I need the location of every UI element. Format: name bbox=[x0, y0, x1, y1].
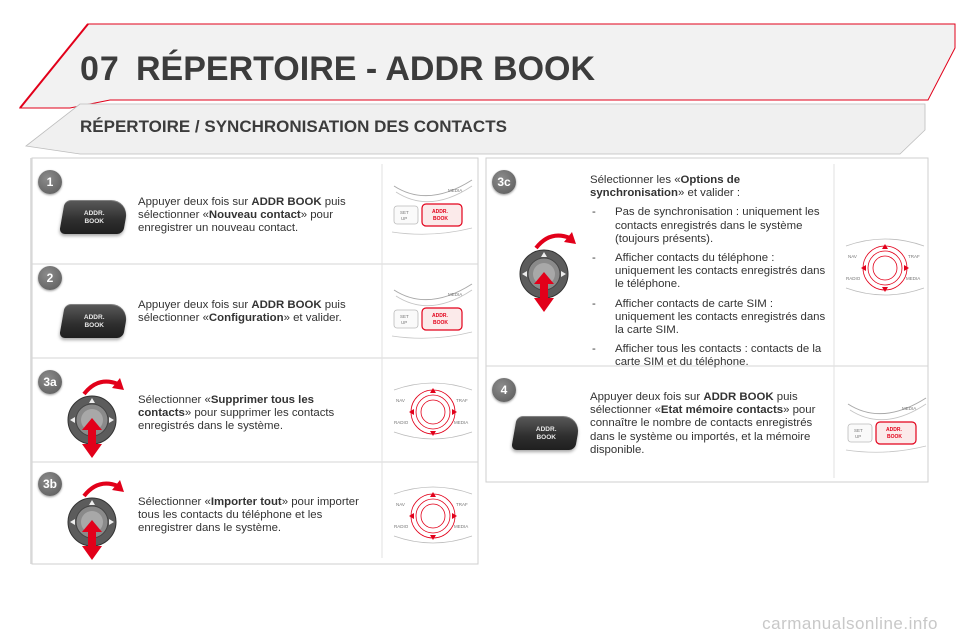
svg-text:BOOK: BOOK bbox=[887, 434, 902, 440]
rotary-knob-icon bbox=[67, 378, 124, 458]
svg-text:ADDR.: ADDR. bbox=[432, 313, 448, 319]
rotary-knob-icon bbox=[519, 232, 576, 312]
svg-text:SET: SET bbox=[854, 428, 863, 433]
addr-book-button: ADDR. BOOK bbox=[59, 200, 129, 234]
svg-text:ADDR.: ADDR. bbox=[432, 209, 448, 215]
chapter-number: 07 bbox=[80, 50, 120, 88]
step-3b-text: Sélectionner «Importer tout» pour import… bbox=[138, 496, 359, 535]
chapter-title: RÉPERTOIRE - ADDR BOOK bbox=[136, 50, 596, 88]
svg-text:RADIO: RADIO bbox=[394, 524, 409, 529]
svg-text:NAV: NAV bbox=[396, 502, 405, 507]
svg-text:MEDIA: MEDIA bbox=[906, 276, 920, 281]
step-3c-text: Sélectionner les «Options de synchronisa… bbox=[590, 174, 828, 370]
list-item: -Afficher tous les contacts : contacts d… bbox=[592, 343, 822, 369]
svg-text:TRAF: TRAF bbox=[456, 398, 468, 403]
right-column-frame bbox=[485, 157, 929, 483]
svg-text:MEDIA: MEDIA bbox=[454, 420, 468, 425]
svg-text:NAV: NAV bbox=[848, 254, 857, 259]
step-badge-4: 4 bbox=[492, 378, 516, 402]
step-badge-1: 1 bbox=[38, 170, 62, 194]
rotary-knob-icon bbox=[67, 480, 124, 560]
header-banner bbox=[18, 23, 956, 155]
addr-book-button: ADDR. BOOK bbox=[511, 416, 581, 450]
console-addr-panel: MEDIA SET UP ADDR. BOOK bbox=[391, 179, 473, 235]
svg-text:ADDR.: ADDR. bbox=[886, 427, 902, 433]
svg-text:MEDIA: MEDIA bbox=[454, 524, 468, 529]
svg-text:RADIO: RADIO bbox=[394, 420, 409, 425]
svg-text:SET: SET bbox=[400, 314, 409, 319]
svg-text:MEDIA: MEDIA bbox=[448, 188, 462, 193]
svg-text:UP: UP bbox=[401, 216, 407, 221]
left-column-frame bbox=[30, 157, 479, 565]
step-badge-2: 2 bbox=[38, 266, 62, 290]
console-addr-panel: MEDIA SET UP ADDR. BOOK bbox=[391, 283, 473, 339]
svg-text:UP: UP bbox=[401, 320, 407, 325]
svg-text:MEDIA: MEDIA bbox=[448, 292, 462, 297]
step-badge-3c: 3c bbox=[492, 170, 516, 194]
svg-text:MEDIA: MEDIA bbox=[902, 406, 916, 411]
svg-text:RADIO: RADIO bbox=[846, 276, 861, 281]
step-2-text: Appuyer deux fois sur ADDR BOOK puis sél… bbox=[138, 299, 346, 325]
list-item: -Afficher contacts du téléphone : unique… bbox=[592, 252, 826, 291]
watermark: carmanualsonline.info bbox=[762, 614, 938, 633]
list-item: -Afficher contacts de carte SIM : unique… bbox=[592, 297, 826, 337]
list-item: -Pas de synchronisation : uniquement les… bbox=[592, 206, 820, 245]
step-3a-text: Sélectionner «Supprimer tous les contact… bbox=[138, 394, 335, 433]
section-title: RÉPERTOIRE / SYNCHRONISATION DES CONTACT… bbox=[80, 117, 507, 136]
step-1-text: Appuyer deux fois sur ADDR BOOK puis sél… bbox=[138, 196, 346, 235]
svg-text:UP: UP bbox=[855, 434, 861, 439]
svg-text:NAV: NAV bbox=[396, 398, 405, 403]
addr-book-button: ADDR. BOOK bbox=[59, 304, 129, 338]
svg-text:TRAF: TRAF bbox=[456, 502, 468, 507]
console-knob-panel: NAV TRAF RADIO MEDIA bbox=[393, 382, 473, 440]
svg-text:TRAF: TRAF bbox=[908, 254, 920, 259]
step-badge-3b: 3b bbox=[38, 472, 62, 496]
sync-options-list: -Pas de synchronisation : uniquement les… bbox=[590, 206, 828, 369]
step-badge-3a: 3a bbox=[38, 370, 62, 394]
step-4-text: Appuyer deux fois sur ADDR BOOK puis sél… bbox=[590, 391, 816, 456]
svg-text:BOOK: BOOK bbox=[433, 216, 448, 222]
console-knob-panel: NAV TRAF RADIO MEDIA bbox=[393, 486, 473, 544]
svg-text:SET: SET bbox=[400, 210, 409, 215]
console-addr-panel: MEDIA SET UP ADDR. BOOK bbox=[845, 397, 927, 453]
console-knob-panel: NAV TRAF RADIO MEDIA bbox=[845, 238, 925, 296]
svg-text:BOOK: BOOK bbox=[433, 320, 448, 326]
